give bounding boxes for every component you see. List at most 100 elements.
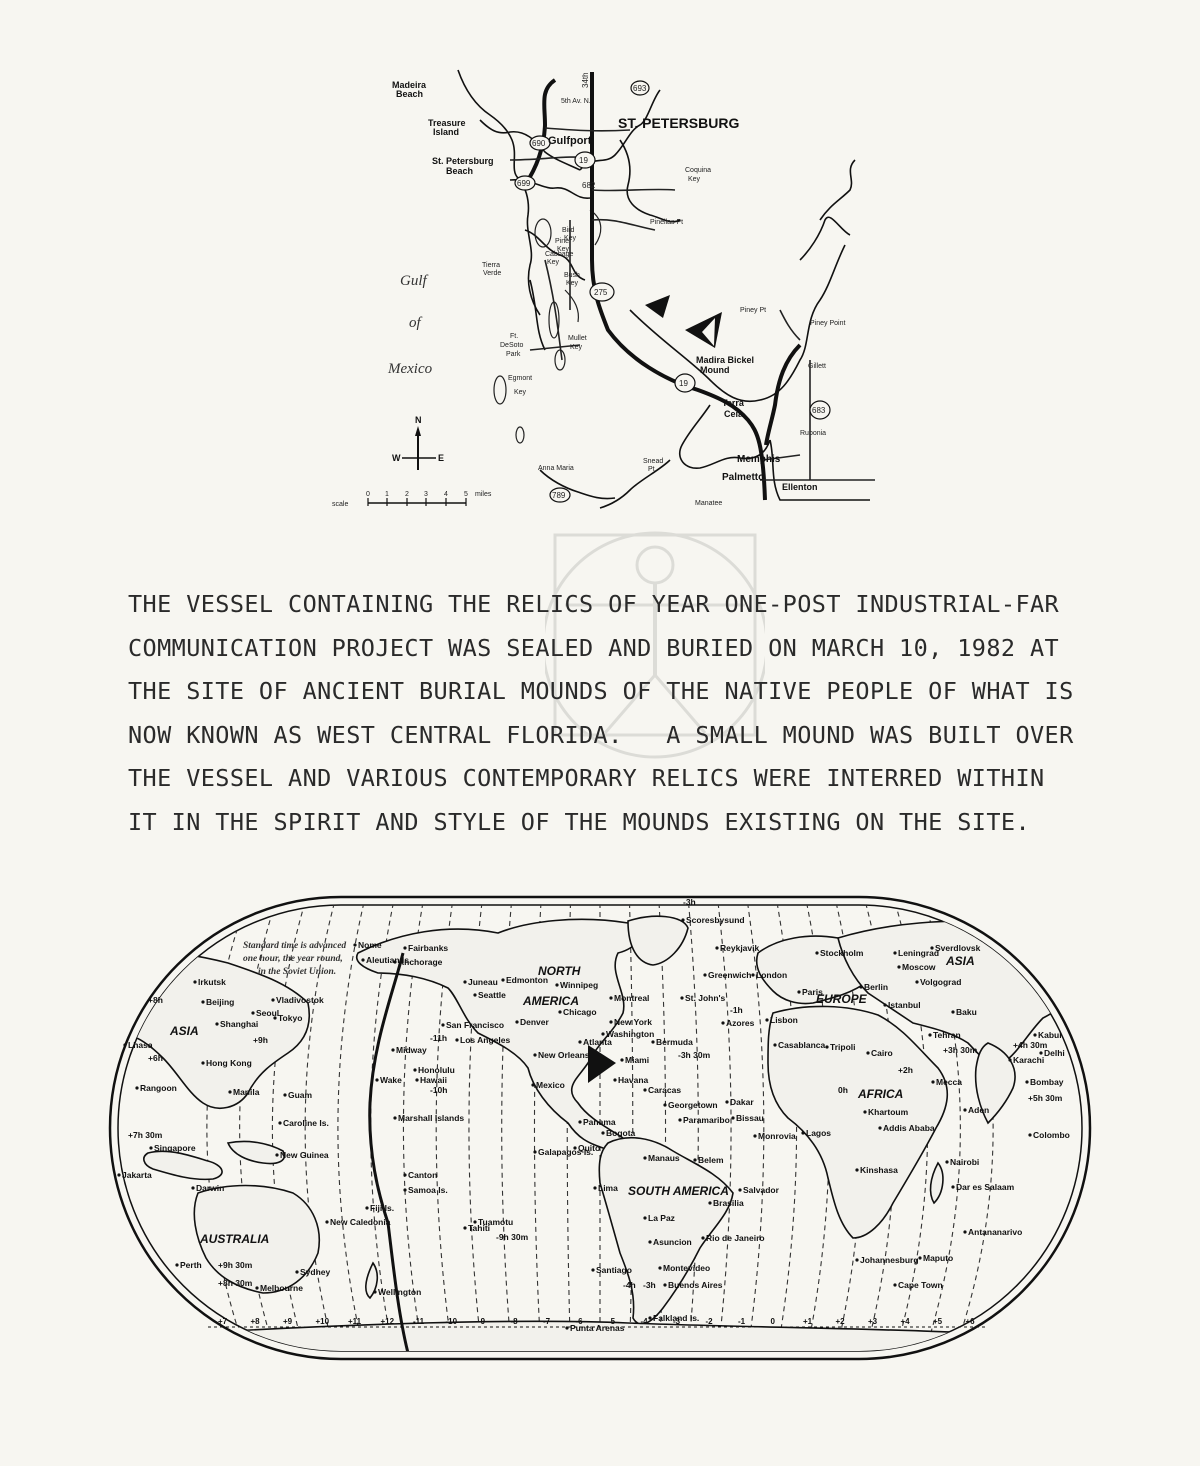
offset-label: -9h 30m <box>496 1232 529 1242</box>
city-label-nairobi: Nairobi <box>950 1157 979 1167</box>
scale-tick-4: 4 <box>444 491 448 498</box>
city-label-paris: Paris <box>802 987 823 997</box>
zone-tick-label: +11 <box>348 1317 362 1326</box>
city-dot <box>825 1045 829 1049</box>
zone-tick-label: +5 <box>933 1317 943 1326</box>
offset-label: +7h 30m <box>128 1130 163 1140</box>
offset-label: -11h <box>430 1033 447 1043</box>
city-label-havana: Havana <box>618 1075 649 1085</box>
city-label-london: London <box>756 970 787 980</box>
city-label-marshall: Marshall Islands <box>398 1113 464 1123</box>
city-dot <box>558 1010 562 1014</box>
city-label-baku: Baku <box>956 1007 977 1017</box>
cabbage-key-label-2: Key <box>547 259 560 266</box>
city-dot <box>201 1061 205 1065</box>
city-label-lima: Lima <box>598 1183 618 1193</box>
city-label-new-caledonia: New Caledonia <box>330 1217 391 1227</box>
city-dot <box>715 946 719 950</box>
anna-maria-label: Anna Maria <box>538 465 574 472</box>
compass-e: E <box>438 453 444 463</box>
city-label-manila: Manila <box>233 1087 260 1097</box>
tierra-verde-label-1: Tierra <box>482 262 500 269</box>
city-label-new-guinea: New Guinea <box>280 1150 329 1160</box>
zone-tick-label: +2 <box>836 1317 846 1326</box>
city-dot <box>620 1058 624 1062</box>
new-zealand-shape <box>365 1261 379 1300</box>
city-label-canton: Canton <box>408 1170 437 1180</box>
city-dot <box>1008 1058 1012 1062</box>
ft-desoto-label-2: DeSoto <box>500 342 523 349</box>
zone-tick-label: +3 <box>868 1317 878 1326</box>
city-label-san-francisco: San Francisco <box>446 1020 504 1030</box>
city-dot <box>681 918 685 922</box>
stpete-beach-label-2: Beach <box>446 166 473 176</box>
route-789-label: 789 <box>552 491 566 500</box>
city-dot <box>651 1040 655 1044</box>
text-line-1: THE VESSEL CONTAINING THE RELICS OF YEAR… <box>128 590 1060 618</box>
zone-tick-label: -10 <box>446 1317 458 1326</box>
east-asia-shape <box>118 950 310 1109</box>
city-label-sverdlovsk: Sverdlovsk <box>935 943 981 953</box>
zone-tick-label: -9 <box>478 1317 486 1326</box>
rubonia-label: Rubonia <box>800 430 826 437</box>
compass-n: N <box>415 415 422 425</box>
city-dot <box>578 1120 582 1124</box>
city-dot <box>1028 1133 1032 1137</box>
city-dot <box>773 1043 777 1047</box>
city-label-jakarta: Jakarta <box>122 1170 152 1180</box>
city-label-seoul: Seoul <box>256 1008 279 1018</box>
bird-key-label-1: Bird <box>562 227 575 234</box>
ft-desoto-label-3: Park <box>506 351 521 358</box>
soviet-note-2: one hour, the year round, <box>243 954 343 964</box>
city-label-darwin: Darwin <box>196 1183 224 1193</box>
city-dot <box>361 958 365 962</box>
madira-mound-label-2: Mound <box>700 365 730 375</box>
city-dot <box>123 1043 127 1047</box>
city-dot <box>855 1258 859 1262</box>
scale-unit: miles <box>475 491 492 498</box>
city-label-leningrad: Leningrad <box>898 948 939 958</box>
tampa-bay-map: 19 275 693 690 699 683 789 19 682 34th M… <box>330 60 875 510</box>
city-dot <box>501 978 505 982</box>
city-dot <box>533 1053 537 1057</box>
snead-pt-label-1: Snead <box>643 458 663 465</box>
city-label-caroline: Caroline Is. <box>283 1118 329 1128</box>
city-label-stockholm: Stockholm <box>820 948 864 958</box>
city-dot <box>609 1020 613 1024</box>
terra-ceia-label-2: Ceia <box>724 409 744 419</box>
city-dot <box>228 1090 232 1094</box>
offset-label: +8h <box>148 995 163 1005</box>
city-label-falkland: Falkland Is. <box>653 1313 699 1323</box>
city-label-sydney: Sydney <box>300 1267 331 1277</box>
piney-point-label: Piney Point <box>810 320 845 327</box>
city-dot <box>663 1103 667 1107</box>
city-dot <box>413 1068 417 1072</box>
city-label-atlanta: Atlanta <box>583 1037 612 1047</box>
offset-label: -4h <box>623 1280 636 1290</box>
outer-border <box>108 895 1092 1361</box>
city-dot <box>191 1186 195 1190</box>
city-dot <box>945 1160 949 1164</box>
city-dot <box>963 1108 967 1112</box>
city-dot <box>721 1021 725 1025</box>
australia-shape <box>193 1184 320 1294</box>
city-label-volgograd: Volgograd <box>920 977 961 987</box>
city-label-singapore: Singapore <box>154 1143 196 1153</box>
city-label-greenwich: Greenwich <box>708 970 751 980</box>
city-label-caracas: Caracas <box>648 1085 681 1095</box>
asia-left-label: ASIA <box>169 1024 199 1038</box>
madira-mound-label-1: Madira Bickel <box>696 355 754 365</box>
city-label-maputo: Maputo <box>923 1253 953 1263</box>
city-label-wake: Wake <box>380 1075 402 1085</box>
city-label-salvador: Salvador <box>743 1185 780 1195</box>
city-dot <box>473 1220 477 1224</box>
city-label-nome: Nome <box>358 940 382 950</box>
route-690-label: 690 <box>532 139 546 148</box>
tierra-verde-label-2: Verde <box>483 270 501 277</box>
zone-tick-label: +1 <box>803 1317 813 1326</box>
zone-tick-label: -1 <box>738 1317 746 1326</box>
city-dot <box>963 1230 967 1234</box>
street-34th-label: 34th <box>581 72 590 88</box>
zone-tick-label: -5 <box>608 1317 616 1326</box>
ave-n-label: 5th Av. N. <box>561 98 591 105</box>
